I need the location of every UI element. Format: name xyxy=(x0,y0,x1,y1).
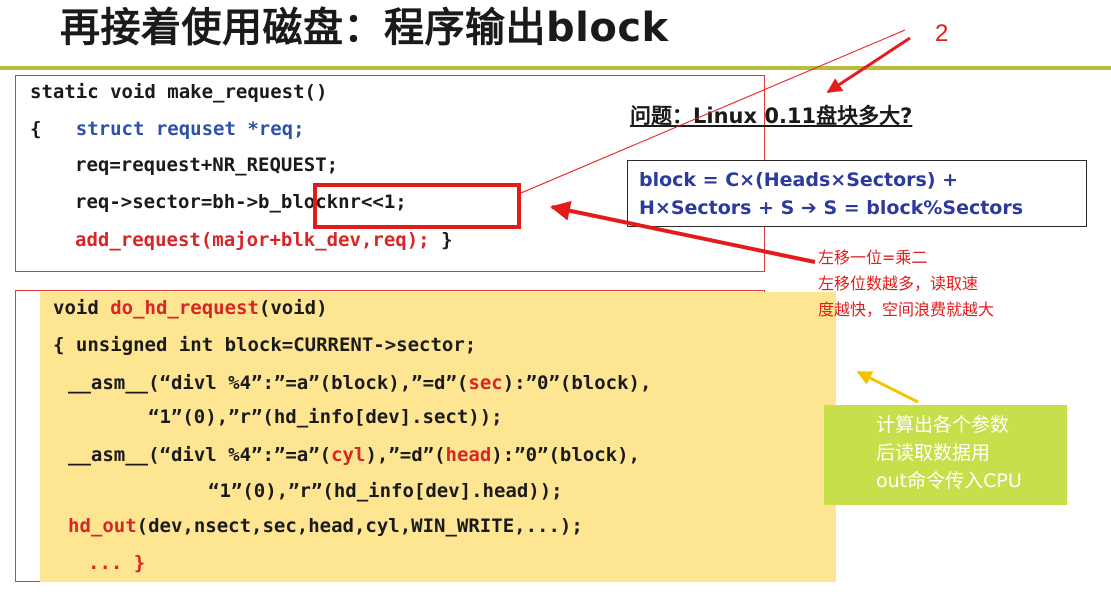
code1-line2: { struct requset *req; xyxy=(30,117,305,141)
code2-hd-out: hd_out xyxy=(68,515,137,537)
code2-line1: void do_hd_request(void) xyxy=(53,296,328,320)
code1-open-brace: { xyxy=(30,118,42,140)
code1-line3: req=request+NR_REQUEST; xyxy=(75,154,339,176)
question-text: 问题：Linux 0.11盘块多大? xyxy=(630,104,913,128)
slide-title: 再接着使用磁盘：程序输出block xyxy=(60,5,669,51)
compute-note-line2: 后读取数据用 xyxy=(876,442,991,464)
arrow-green-to-code xyxy=(856,370,919,404)
title-rule xyxy=(0,66,1111,70)
code2-asm2-c: ),”=d”( xyxy=(365,444,446,466)
compute-note-box: 计算出各个参数 后读取数据用 out命令传入CPU xyxy=(824,405,1067,505)
code1-line1: static void make_request() xyxy=(30,81,328,103)
code2-params: (void) xyxy=(258,297,328,319)
shift-note-line3: 度越快，空间浪费就越大 xyxy=(818,300,995,319)
code2-head: head xyxy=(445,444,492,466)
code2-line3: __asm__(“divl %4”:”=a”(block),”=d”(sec):… xyxy=(68,371,651,395)
code2-line8: ... } xyxy=(88,552,146,574)
compute-note-line1: 计算出各个参数 xyxy=(876,414,1010,436)
code2-sec: sec xyxy=(468,372,503,394)
shift-note-line2: 左移位数越多，读取速 xyxy=(818,274,979,293)
formula-line1: block = C×(Heads×Sectors) + xyxy=(639,169,959,191)
formula-line2: H×Sectors + S ➔ S = block%Sectors xyxy=(639,197,1024,219)
code1-add-request-call: add_request(major+blk_dev,req); xyxy=(75,229,430,251)
code2-asm2-e: ):”0”(block), xyxy=(491,444,640,466)
formula-box: block = C×(Heads×Sectors) + H×Sectors + … xyxy=(627,160,1087,227)
code1-close-brace: } xyxy=(441,229,453,251)
arrow-2-to-question xyxy=(826,36,911,94)
code1-struct-decl: struct requset *req; xyxy=(75,118,305,140)
code2-func-name: do_hd_request xyxy=(110,297,259,319)
compute-note-line3: out命令传入CPU xyxy=(876,470,1022,492)
code1-blocknr-shift: b_blocknr<<1; xyxy=(258,191,407,213)
code1-line4: req->sector=bh->b_blocknr<<1; xyxy=(75,190,407,214)
code2-asm2-a: __asm__(“divl %4”:”=a”( xyxy=(68,444,332,466)
code2-line7: hd_out(dev,nsect,sec,head,cyl,WIN_WRITE,… xyxy=(68,514,583,538)
shift-note-line1: 左移一位=乘二 xyxy=(818,248,928,267)
blocknr-highlight-box xyxy=(313,183,521,229)
code2-line2: { unsigned int block=CURRENT->sector; xyxy=(53,334,477,356)
code2-line6: “1”(0),”r”(hd_info[dev].head)); xyxy=(208,480,563,502)
code2-cyl: cyl xyxy=(331,444,366,466)
code2-asm1-c: ):”0”(block), xyxy=(502,372,652,394)
code2-line5: __asm__(“divl %4”:”=a”(cyl),”=d”(head):”… xyxy=(68,443,640,467)
code2-hd-out-args: (dev,nsect,sec,head,cyl,WIN_WRITE,...); xyxy=(136,515,583,537)
code2-line4: “1”(0),”r”(hd_info[dev].sect)); xyxy=(148,406,503,428)
do-hd-request-yellow-fill xyxy=(40,292,836,582)
code1-line5: add_request(major+blk_dev,req); } xyxy=(75,228,453,252)
code2-void: void xyxy=(53,297,111,319)
page-number: 2 xyxy=(935,20,949,47)
code1-sector-assign: req->sector=bh-> xyxy=(75,191,259,213)
code2-asm1-a: __asm__(“divl %4”:”=a”(block),”=d”( xyxy=(68,372,469,394)
